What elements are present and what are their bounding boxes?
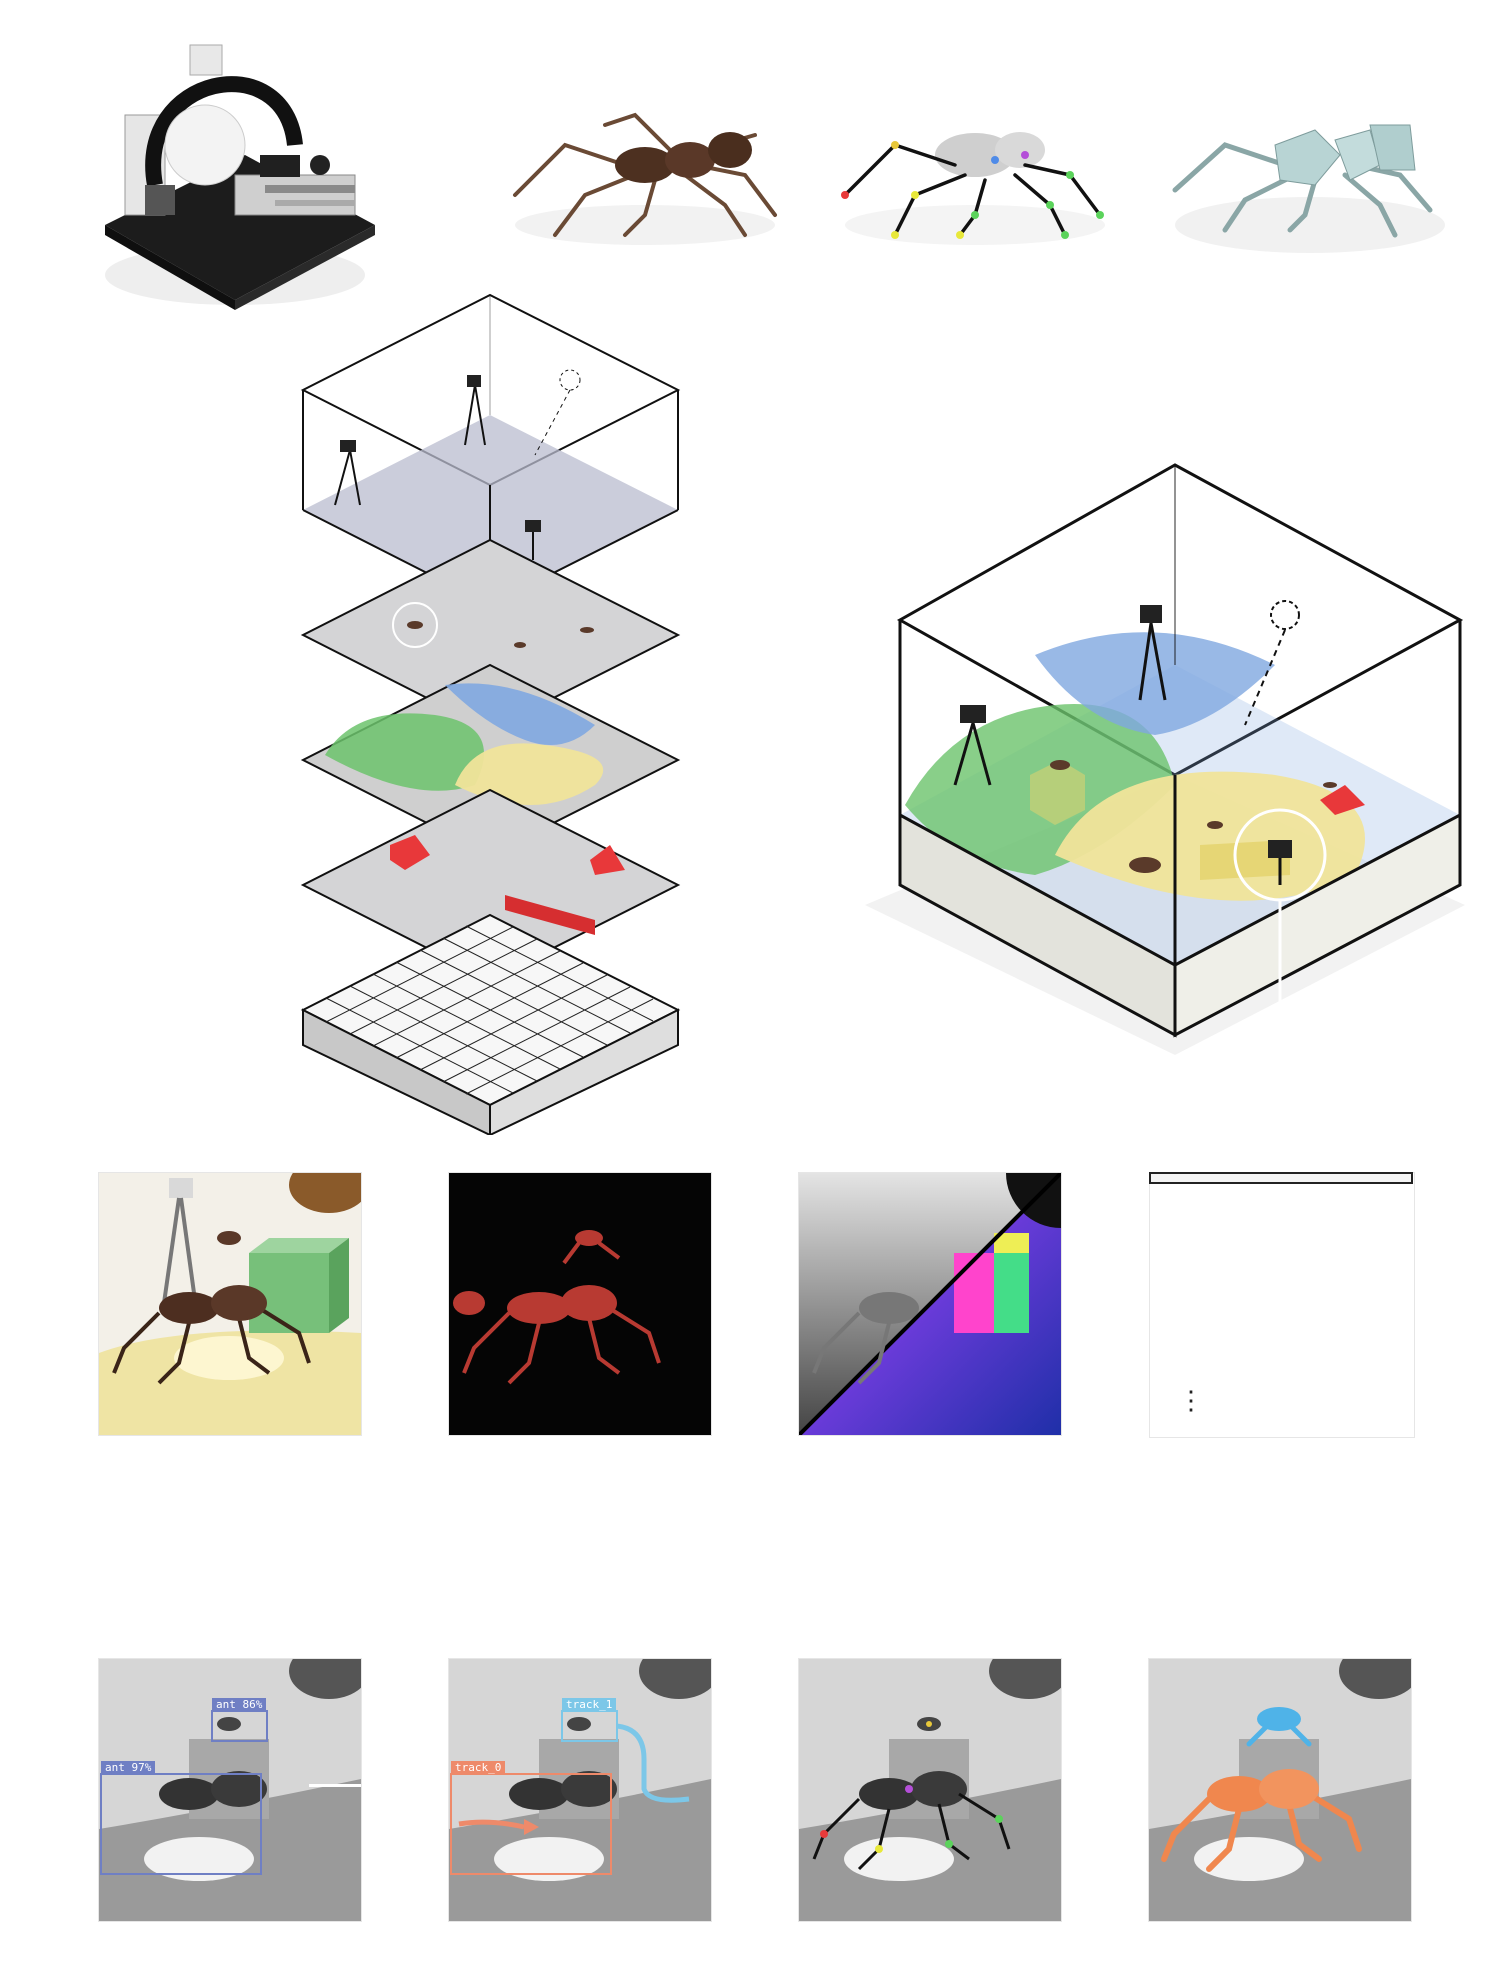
mesh-reconstruction-panel: [1148, 1658, 1412, 1922]
exploded-layer-diagram: [295, 285, 685, 1137]
annotation-ellipsis: ⋮: [1178, 1385, 1204, 1415]
detection-label-0: ant 97%: [101, 1761, 156, 1775]
annotation-file-panel: [1149, 1172, 1415, 1438]
assembled-scene-diagram: [855, 455, 1465, 1075]
rendered-frame-panel: [98, 1172, 362, 1436]
environment-box-layer: [300, 293, 681, 607]
ant-render-textured: [505, 85, 785, 255]
annotation-file-header: [1149, 1172, 1413, 1184]
texture-layer: [300, 663, 681, 857]
track-label-0: track_0: [451, 1761, 506, 1775]
recording-rig-illustration: [95, 35, 375, 315]
segmentation-mask-panel: [448, 1172, 712, 1436]
mesh-label: mesh: [1255, 253, 1321, 283]
ant-render-mesh: mesh: [1165, 85, 1455, 285]
terrain-mesh-layer: [300, 913, 681, 1137]
tracking-panel: track_1 track_0: [448, 1658, 712, 1922]
track-label-1: track_1: [562, 1698, 617, 1712]
detection-label-1: ant 86%: [212, 1698, 267, 1712]
depth-normal-split-panel: [798, 1172, 1062, 1436]
pose-estimation-panel: [798, 1658, 1062, 1922]
ant-render-skeleton: [835, 85, 1115, 255]
detection-panel: ant 86% ant 97%: [98, 1658, 362, 1922]
